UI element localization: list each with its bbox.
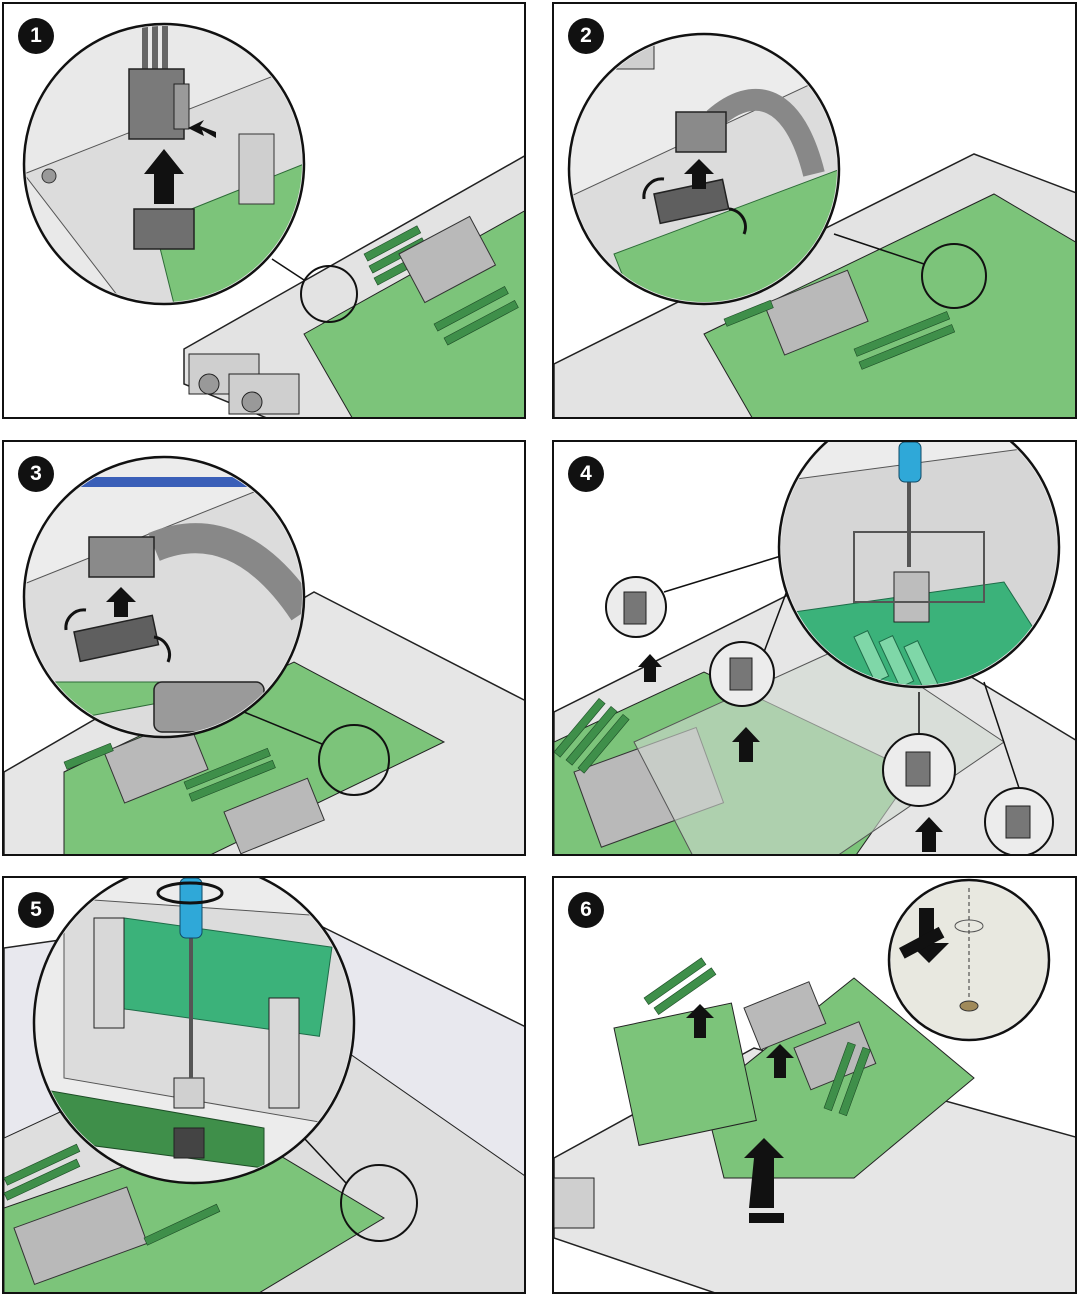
step-6-badge: 6 [568,892,604,928]
step-4-panel: 4 [552,440,1077,856]
step-3-panel: 3 [2,440,526,856]
step-4-illustration [554,442,1075,854]
step-5-illustration [4,878,524,1292]
step-1-badge: 1 [18,18,54,54]
step-6-panel: 6 [552,876,1077,1294]
step-2-illustration [554,32,1075,417]
step-2-badge: 2 [568,18,604,54]
step-6-illustration [554,878,1075,1292]
step-4-badge: 4 [568,456,604,492]
step-2-panel: 2 [552,2,1077,419]
step-1-illustration [22,22,524,417]
step-3-badge: 3 [18,456,54,492]
step-1-panel: 1 [2,2,526,419]
step-3-illustration [4,455,524,854]
step-5-badge: 5 [18,892,54,928]
step-5-panel: 5 [2,876,526,1294]
